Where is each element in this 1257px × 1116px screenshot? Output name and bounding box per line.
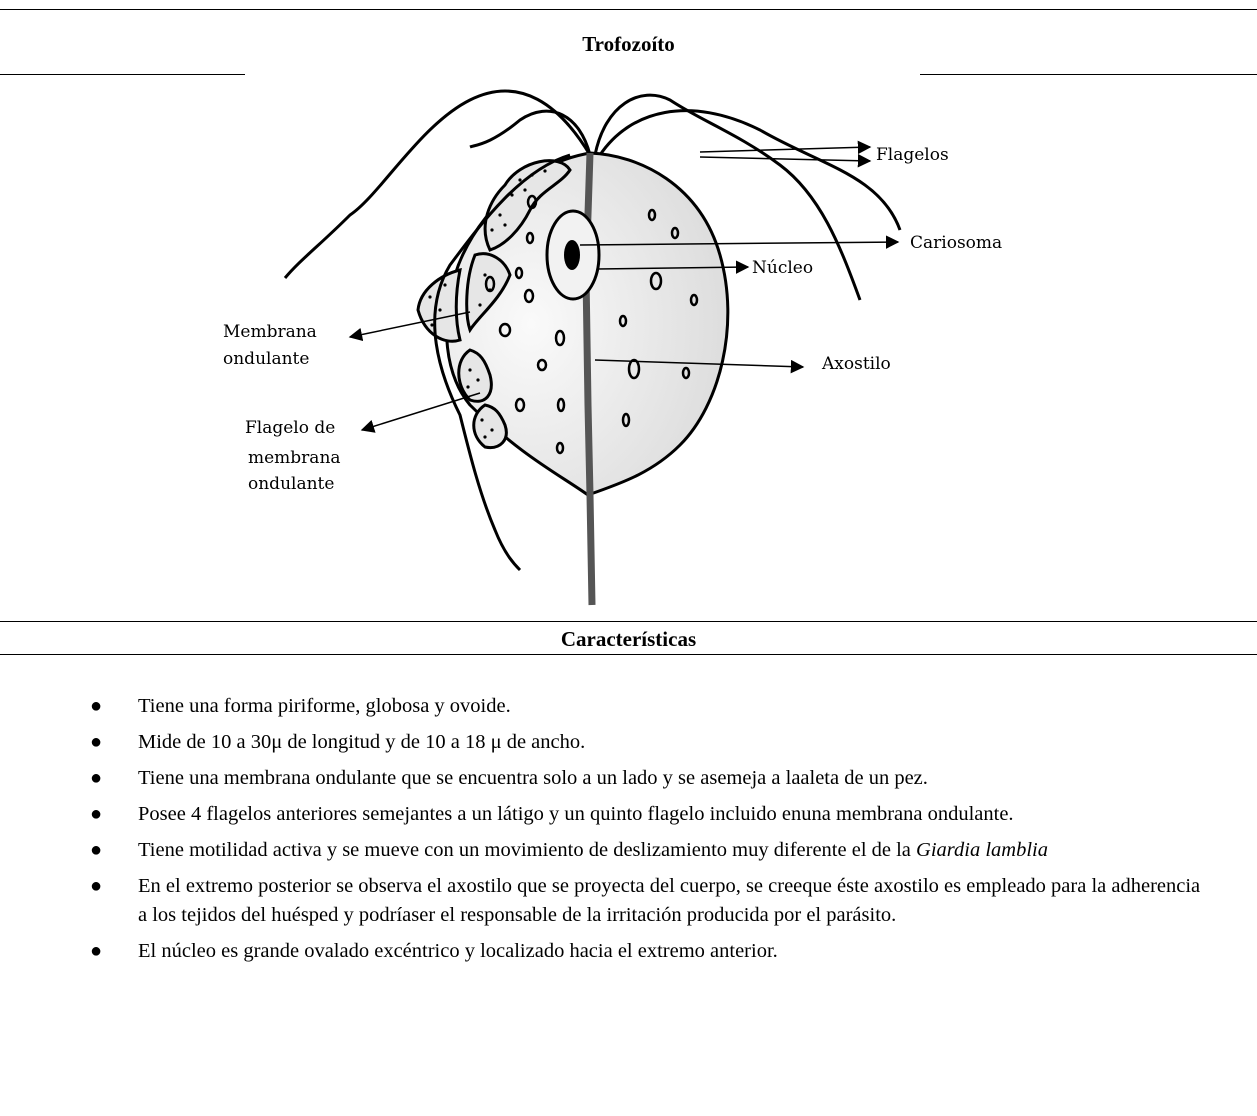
list-item: ●El núcleo es grande ovalado excéntrico … (90, 937, 1210, 966)
label-flagelos: Flagelos (876, 145, 949, 165)
label-membrana-line2: ondulante (223, 349, 309, 369)
label-cariosoma: Cariosoma (910, 233, 1002, 253)
list-item: ●Tiene motilidad activa y se mueve con u… (90, 836, 1210, 865)
section-title: Características (0, 627, 1257, 652)
list-item: ●Tiene una membrana ondulante que se enc… (90, 764, 1210, 793)
label-flagelo-line3: ondulante (248, 474, 334, 494)
bullet-icon: ● (90, 728, 102, 757)
karyosome (564, 240, 580, 270)
label-axostilo: Axostilo (821, 354, 891, 374)
label-flagelo-line1: Flagelo de (245, 418, 335, 438)
label-flagelo-line2: membrana (248, 448, 341, 468)
top-rule (0, 9, 1257, 10)
section-bottom-rule (0, 654, 1257, 655)
list-item: ●Mide de 10 a 30μ de longitud y de 10 a … (90, 728, 1210, 757)
list-item: ●Posee 4 flagelos anteriores semejantes … (90, 800, 1210, 829)
trichomonas-trophozoite-diagram: Flagelos Cariosoma Núcleo Membrana ondul… (0, 75, 1257, 610)
bullet-icon: ● (90, 872, 102, 901)
list-item: ●En el extremo posterior se observa el a… (90, 872, 1210, 930)
label-nucleo: Núcleo (752, 258, 813, 278)
bullet-icon: ● (90, 800, 102, 829)
bullet-icon: ● (90, 937, 102, 966)
characteristics-list: ●Tiene una forma piriforme, globosa y ov… (90, 692, 1210, 973)
figure-title: Trofozoíto (0, 32, 1257, 57)
species-name: Giardia lamblia (916, 839, 1048, 861)
bullet-icon: ● (90, 692, 102, 721)
bullet-icon: ● (90, 764, 102, 793)
list-item: ●Tiene una forma piriforme, globosa y ov… (90, 692, 1210, 721)
bullet-icon: ● (90, 836, 102, 865)
label-membrana-line1: Membrana (223, 322, 317, 342)
section-top-rule (0, 621, 1257, 622)
